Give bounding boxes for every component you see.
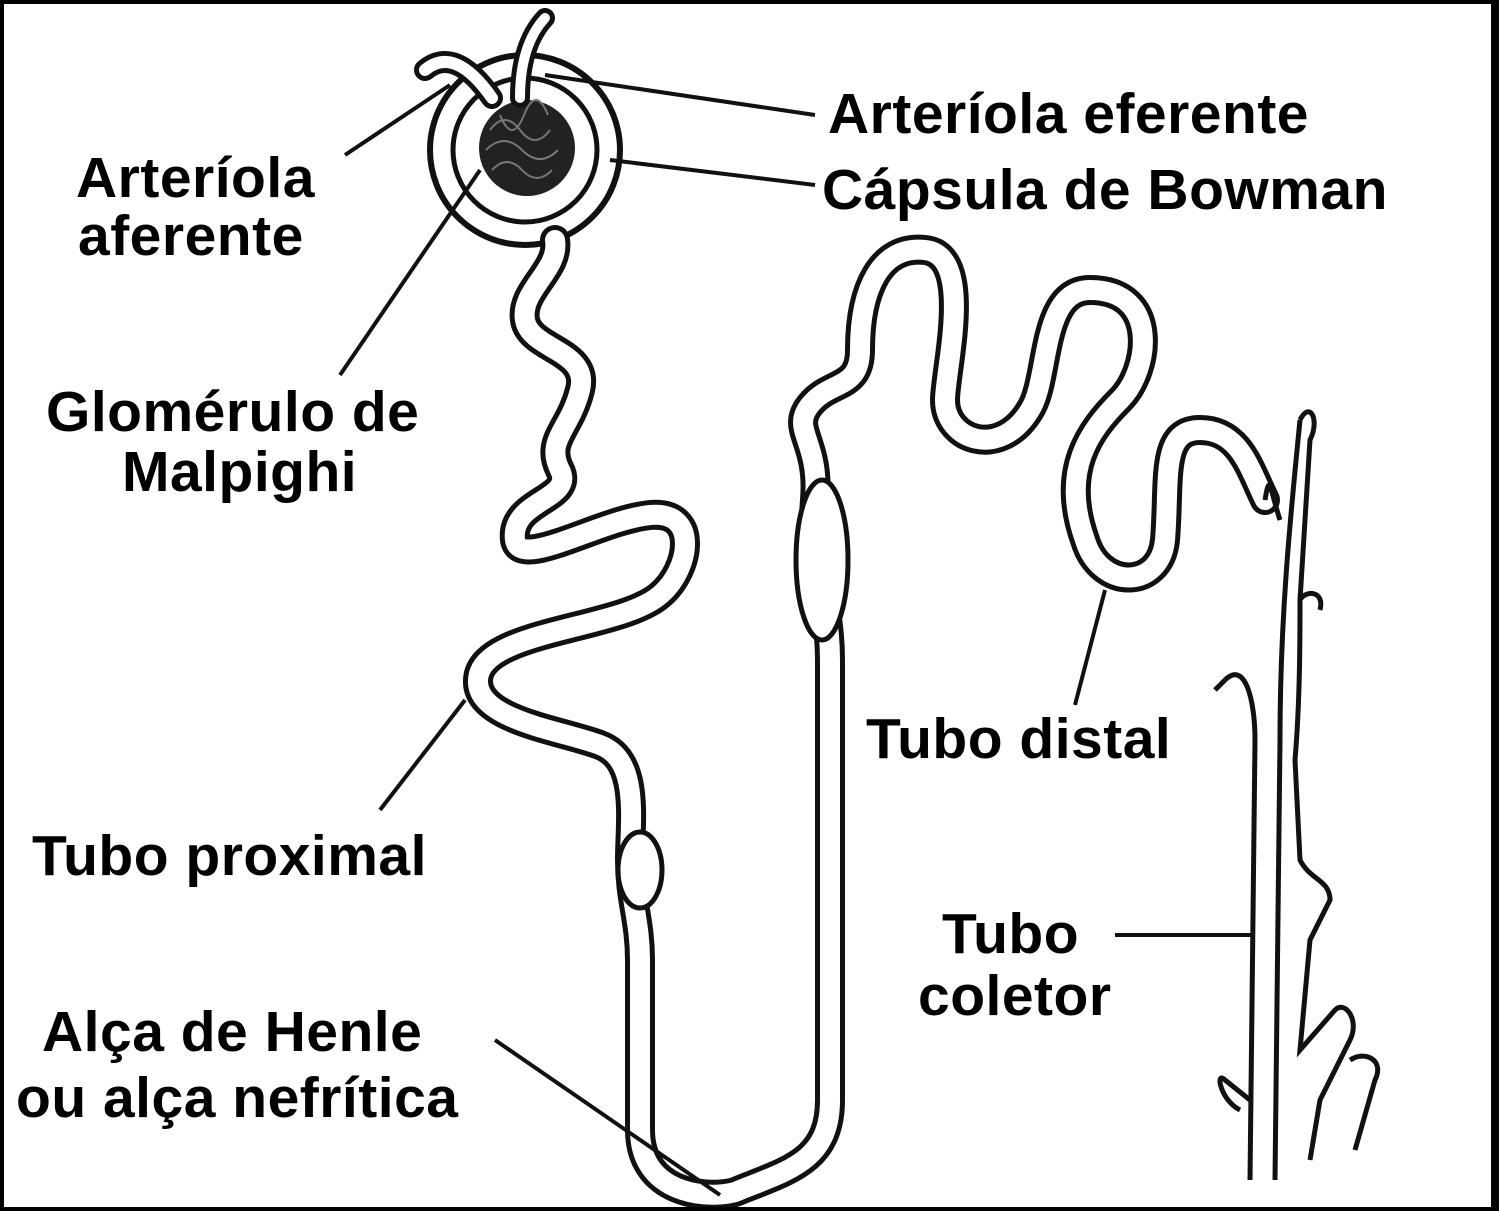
label-alca-henle-line1: Alça de Henle [42, 1002, 422, 1063]
leader-alca-henle [495, 1040, 720, 1195]
label-glomerulo-line2: Malpighi [122, 442, 357, 503]
diagram-frame: Arteríola eferente Cápsula de Bowman Art… [4, 4, 1491, 1207]
label-alca-henle-line2: ou alça nefrítica [16, 1068, 459, 1129]
label-arteriola-aferente-line1: Arteríola [76, 148, 315, 209]
label-arteriola-eferente: Arteríola eferente [828, 84, 1309, 145]
leader-tubo-distal [1075, 590, 1105, 705]
label-arteriola-aferente-line2: aferente [78, 206, 304, 267]
leader-lines [340, 75, 1255, 1195]
label-tubo-coletor-line1: Tubo [942, 904, 1079, 965]
label-tubo-coletor-line2: coletor [918, 966, 1112, 1027]
leader-capsula-bowman [610, 160, 815, 185]
label-glomerulo-line1: Glomérulo de [46, 382, 419, 443]
leader-glomerulo [340, 170, 480, 375]
label-tubo-proximal: Tubo proximal [32, 826, 427, 887]
label-capsula-bowman: Cápsula de Bowman [822, 160, 1388, 221]
glomerulus [479, 100, 575, 196]
collecting-duct [1215, 412, 1378, 1180]
label-tubo-distal: Tubo distal [866, 709, 1171, 770]
leader-tubo-proximal [380, 700, 465, 810]
